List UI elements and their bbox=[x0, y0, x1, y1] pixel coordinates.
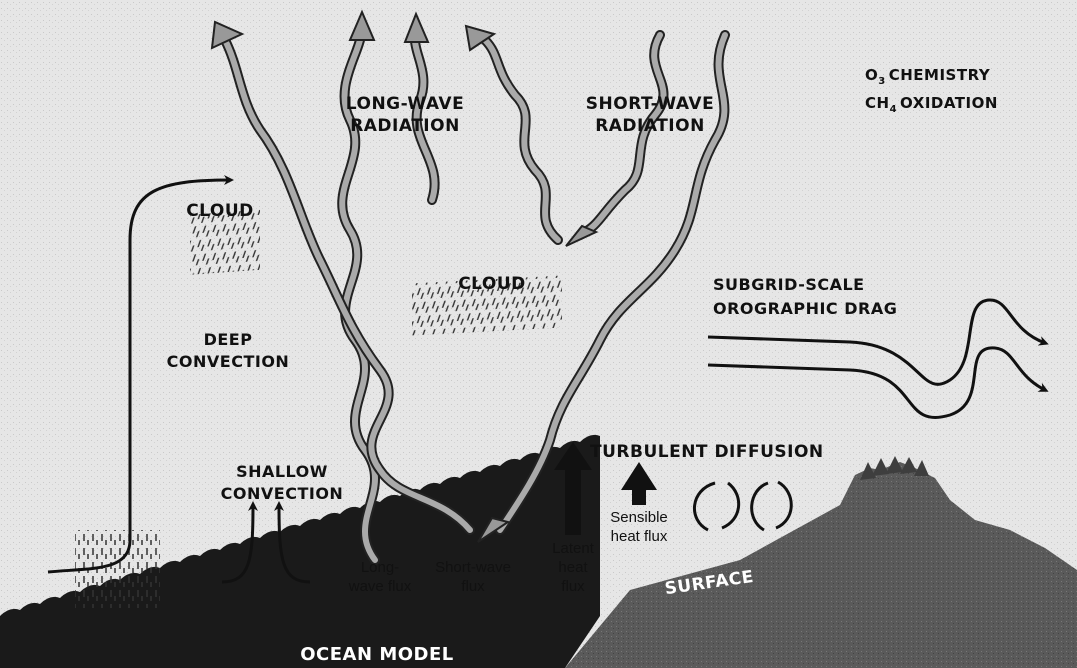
orographic-drag-label-1: SUBGRID-SCALE bbox=[713, 275, 865, 294]
ocean-model-label: OCEAN MODEL bbox=[300, 644, 454, 665]
longwave-radiation-label-1: LONG-WAVE bbox=[346, 94, 464, 114]
shortwave-radiation-label-1: SHORT-WAVE bbox=[586, 94, 714, 114]
shortwave-flux-label-1: Short-wave bbox=[435, 559, 511, 576]
sensible-heat-label-1: Sensible bbox=[610, 509, 668, 526]
latent-heat-label-2: heat bbox=[558, 559, 588, 576]
shallow-convection-label-2: CONVECTION bbox=[221, 484, 344, 503]
longwave-flux-label-2: wave flux bbox=[348, 578, 412, 595]
cloud-center-label: CLOUD bbox=[458, 274, 526, 294]
cloud-left-label: CLOUD bbox=[186, 201, 254, 221]
turbulent-diffusion-label: TURBULENT DIFFUSION bbox=[590, 442, 824, 462]
latent-heat-label-3: flux bbox=[561, 578, 585, 595]
shallow-convection-label-1: SHALLOW bbox=[236, 462, 328, 481]
deep-convection-label-1: DEEP bbox=[204, 330, 253, 349]
longwave-flux-label-1: Long- bbox=[361, 559, 399, 576]
deep-convection-label-2: CONVECTION bbox=[167, 352, 290, 371]
latent-heat-label-1: Latent bbox=[552, 540, 595, 557]
longwave-radiation-label-2: RADIATION bbox=[350, 116, 460, 136]
orographic-drag-label-2: OROGRAPHIC DRAG bbox=[713, 299, 897, 318]
sensible-heat-label-2: heat flux bbox=[611, 528, 668, 545]
shortwave-flux-label-2: flux bbox=[461, 578, 485, 595]
shortwave-radiation-label-2: RADIATION bbox=[595, 116, 705, 136]
